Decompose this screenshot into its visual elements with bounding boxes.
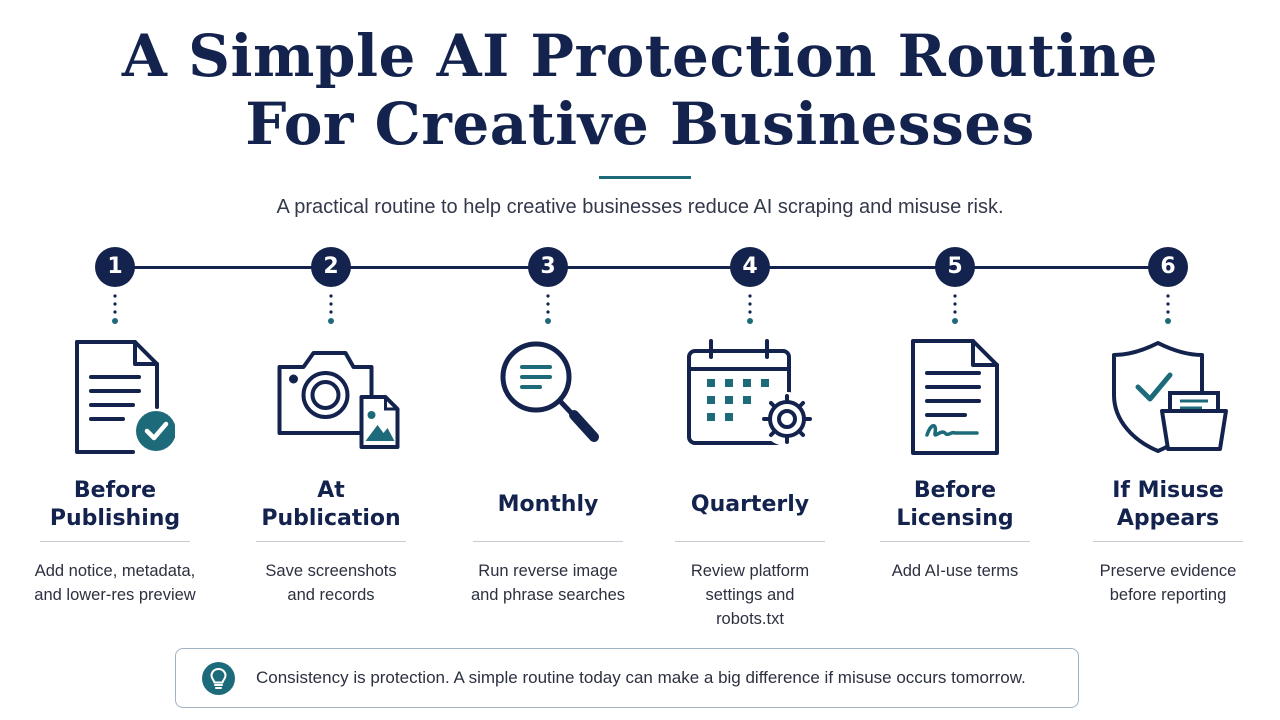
- title-accent-rule: [599, 176, 691, 179]
- step-divider: [1093, 541, 1243, 542]
- step-description: Save screenshots and records: [265, 562, 397, 604]
- page-title: A Simple AI Protection Routine For Creat…: [0, 22, 1280, 158]
- step-title: Before Publishing: [49, 478, 181, 531]
- step-title: Monthly: [497, 492, 599, 517]
- title-line-2: For Creative Businesses: [245, 90, 1035, 158]
- signed-document-icon: [911, 339, 999, 455]
- calendar-gear-icon: [687, 339, 814, 446]
- subtitle: A practical routine to help creative bus…: [276, 196, 1004, 218]
- document-check-icon: [75, 340, 175, 454]
- step-divider: [473, 541, 623, 542]
- step-description: Run reverse image and phrase searches: [470, 562, 626, 604]
- lightbulb-icon: [202, 662, 235, 695]
- dotted-connector: [747, 294, 753, 324]
- timeline-line: [115, 266, 1168, 269]
- step-title: Quarterly: [690, 492, 810, 517]
- step-title: If Misuse Appears: [1112, 478, 1224, 531]
- step-number-badge: 1: [95, 247, 135, 287]
- step-number-badge: 5: [935, 247, 975, 287]
- camera-image-icon: [277, 351, 400, 449]
- step-divider: [256, 541, 406, 542]
- magnifier-icon: [500, 341, 599, 442]
- step-description: Preserve evidence before reporting: [1099, 562, 1237, 604]
- tip-box: Consistency is protection. A simple rout…: [175, 648, 1079, 708]
- step-number-badge: 4: [730, 247, 770, 287]
- dotted-connector: [112, 294, 118, 324]
- tip-text: Consistency is protection. A simple rout…: [256, 668, 1026, 687]
- step-divider: [40, 541, 190, 542]
- step-title: Before Licensing: [896, 478, 1014, 531]
- step-number-badge: 6: [1148, 247, 1188, 287]
- dotted-connector: [545, 294, 551, 324]
- step-divider: [675, 541, 825, 542]
- step-number-badge: 2: [311, 247, 351, 287]
- step-number-badge: 3: [528, 247, 568, 287]
- shield-folder-icon: [1112, 341, 1228, 453]
- title-line-1: A Simple AI Protection Routine: [121, 22, 1159, 90]
- step-divider: [880, 541, 1030, 542]
- step-title: At Publication: [261, 478, 401, 531]
- dotted-connector: [952, 294, 958, 324]
- step-description: Add AI-use terms: [891, 562, 1019, 580]
- dotted-connector: [1165, 294, 1171, 324]
- step-description: Review platform settings and robots.txt: [690, 562, 810, 628]
- dotted-connector: [328, 294, 334, 324]
- step-description: Add notice, metadata, and lower-res prev…: [34, 562, 196, 604]
